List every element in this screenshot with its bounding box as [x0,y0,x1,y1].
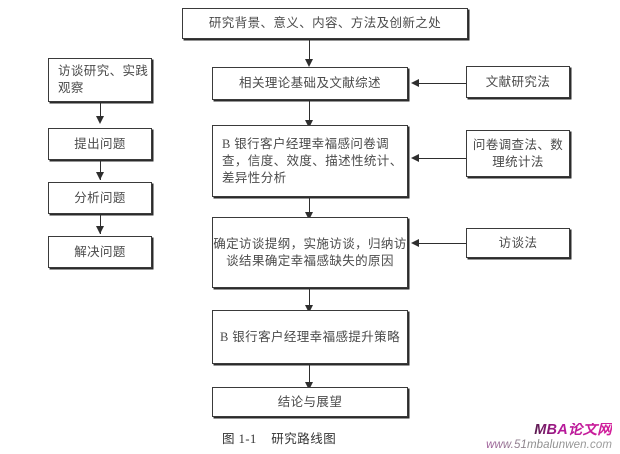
arrowhead-down-raise-question [96,116,104,124]
connector-interview-method-arrow [419,243,466,244]
connector-questionnaire-to-interview [309,197,310,217]
arrowhead-left-survey [411,153,419,162]
flow-box-label: 确定访谈提纲，实施访谈，归纳访谈结果确定幸福感缺失的原因 [213,236,407,268]
connector-raise-to-analyze [100,160,101,180]
connector-interview-to-strategy [309,288,310,310]
flow-box-conclusion-outlook: 结论与展望 [212,387,408,417]
connector-survey-method-arrow [419,158,466,159]
flow-box-solve-question: 解决问题 [48,236,152,268]
flow-box-label: 分析问题 [74,190,126,205]
flow-box-label: 相关理论基础及文献综述 [239,76,381,90]
flow-box-literature-research-method: 文献研究法 [466,66,570,98]
flow-box-label: 问卷调查法、数理统计法 [472,137,564,169]
flow-box-questionnaire-survey: B 银行客户经理幸福感问卷调查，信度、效度、描述性统计、差异性分析 [212,125,408,197]
arrowhead-down-strategy [305,305,313,313]
flow-box-label: 访谈研究、实践观察 [58,64,149,95]
arrowhead-down-interview [305,212,313,220]
flow-box-interview-observation: 访谈研究、实践观察 [48,58,152,102]
flow-box-interview-method: 访谈法 [466,228,570,258]
arrowhead-left-interview [411,238,419,247]
flow-box-analyze-question: 分析问题 [48,182,152,214]
flow-box-label: B 银行客户经理幸福感提升策略 [220,329,400,344]
flow-box-survey-statistics-method: 问卷调查法、数理统计法 [466,130,570,177]
connector-observation-to-raise [100,102,101,121]
watermark-url: www.51mbalunwen.com [430,438,612,452]
flow-box-label: 文献研究法 [485,74,551,89]
flow-box-label: 提出问题 [74,136,126,151]
flow-box-improvement-strategy: B 银行客户经理幸福感提升策略 [212,310,408,364]
arrowhead-left-literature [411,78,419,87]
flow-box-label: B 银行客户经理幸福感问卷调查，信度、效度、描述性统计、差异性分析 [222,136,403,185]
arrowhead-down-questionnaire [305,120,313,128]
flow-box-research-background: 研究背景、意义、内容、方法及创新之处 [182,8,468,39]
watermark: MBA论文网 www.51mbalunwen.com [430,423,612,452]
figure-caption: 图 1-1 研究路线图 [222,432,337,446]
flow-box-literature-review: 相关理论基础及文献综述 [212,67,408,100]
flow-box-interview-outline: 确定访谈提纲，实施访谈，归纳访谈结果确定幸福感缺失的原因 [212,217,408,288]
flow-box-label: 解决问题 [74,244,126,259]
flow-box-label: 结论与展望 [277,394,343,409]
connector-strategy-to-conclusion [309,364,310,387]
flow-box-label: 研究背景、意义、内容、方法及创新之处 [208,16,442,30]
connector-literature-method-arrow [419,83,466,84]
flow-box-label: 访谈法 [498,235,538,250]
arrowhead-down-conclusion [305,382,313,390]
flow-box-raise-question: 提出问题 [48,128,152,160]
connector-literature-to-questionnaire [309,100,310,125]
connector-analyze-to-solve [100,214,101,234]
watermark-title: MBA论文网 [430,423,612,438]
arrowhead-down-literature [305,59,313,67]
arrowhead-down-solve-question [96,226,104,234]
connector-top-to-literature [309,39,310,62]
arrowhead-down-analyze-question [96,172,104,180]
